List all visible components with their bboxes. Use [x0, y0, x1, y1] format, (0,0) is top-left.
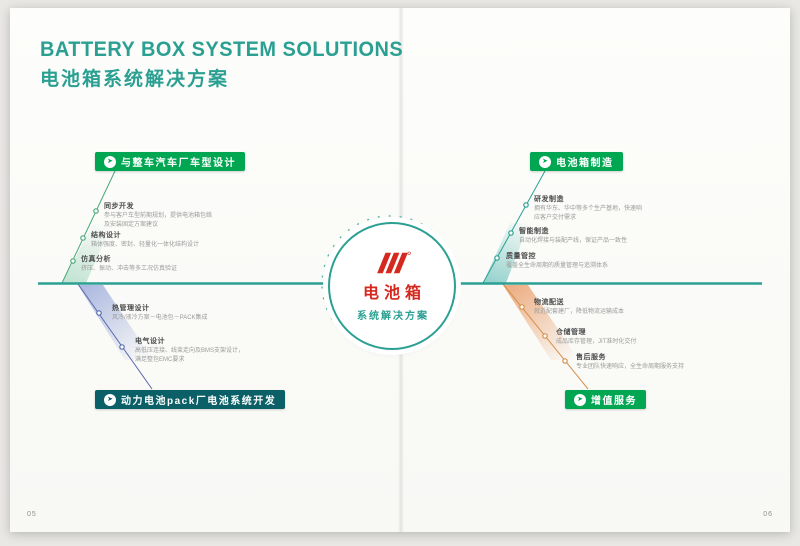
band-bottom-right [503, 285, 579, 360]
band-top-right [483, 223, 529, 283]
note-line: 满足整包EMC要求 [135, 356, 185, 363]
node-dots-bottom-right [519, 304, 568, 364]
connector-top-right [482, 170, 546, 284]
note-title: 售后服务 [576, 354, 606, 361]
note-bl-1: 热管理设计 风冷/液冷方案－电池包－PACK集成 [112, 303, 292, 323]
note-br-1: 物流配送 就近配套建厂，降低物流运输成本 [534, 297, 719, 317]
note-line: 成品库存管理，JIT准时化交付 [556, 339, 637, 345]
note-tl-3: 仿真分析 挤压、振动、冲击等多工况仿真验证 [81, 254, 261, 274]
note-title: 研发制造 [534, 196, 564, 203]
note-line: 专业团队快速响应，全生命周期服务支持 [576, 364, 685, 370]
note-line: 自动化焊接与装配产线，保证产品一致性 [519, 238, 628, 244]
center-dashed-ring [321, 215, 459, 353]
note-br-3: 售后服务 专业团队快速响应，全生命周期服务支持 [576, 352, 761, 372]
node-dots-top-right [494, 202, 529, 261]
note-title: 物流配送 [534, 299, 564, 306]
note-title: 智能制造 [519, 228, 549, 235]
note-line: 及安装固定方案建议 [104, 221, 159, 228]
brand-logo-icon [377, 251, 411, 274]
node-dots-top-left [70, 208, 99, 264]
note-line: 箱体强度、密封、轻量化一体化结构设计 [91, 242, 200, 248]
page-title-en: BATTERY BOX SYSTEM SOLUTIONS [40, 38, 404, 61]
note-title: 仿真分析 [81, 256, 111, 263]
branch-label-oem-design: ➤ 与整车汽车厂车型设计 [95, 152, 245, 171]
page-number-left: 05 [27, 511, 37, 518]
branch-label-text: 增值服务 [591, 396, 637, 407]
note-line: 风冷/液冷方案－电池包－PACK集成 [112, 315, 208, 321]
note-tr-3: 质量管控 覆盖全生命周期的质量管理与追溯体系 [506, 251, 691, 271]
page-title-zh: 电池箱系统解决方案 [40, 69, 230, 90]
branch-label-pack-development: ➤ 动力电池pack厂电池系统开发 [95, 390, 286, 409]
branch-label-text: 动力电池pack厂电池系统开发 [121, 396, 277, 407]
note-line: 参与客户车型前期规划，提供电池箱包络 [104, 213, 213, 219]
note-title: 质量管控 [506, 253, 536, 260]
note-bl-2: 电气设计 高低压连接、线束走向及BMS支架设计， 满足整包EMC要求 [135, 336, 320, 364]
note-line: 覆盖全生命周期的质量管理与追溯体系 [506, 263, 609, 269]
center-title: 电池箱 [362, 285, 426, 302]
note-title: 热管理设计 [112, 305, 150, 312]
note-line: 拥有华东、华中等多个生产基地，快速响 [534, 206, 643, 212]
connector-top-left [61, 170, 116, 284]
page-number-right: 06 [763, 511, 773, 518]
center-subtitle: 系统解决方案 [357, 311, 429, 322]
branch-label-text: 与整车汽车厂车型设计 [121, 158, 236, 169]
arrow-icon: ➤ [104, 393, 116, 406]
arrow-icon: ➤ [104, 155, 116, 168]
note-tr-1: 研发制造 拥有华东、华中等多个生产基地，快速响 应客户交付需求 [534, 194, 719, 222]
note-line: 挤压、振动、冲击等多工况仿真验证 [81, 266, 178, 272]
note-title: 电气设计 [135, 338, 165, 345]
note-title: 结构设计 [91, 232, 121, 239]
note-line: 就近配套建厂，降低物流运输成本 [534, 309, 625, 315]
center-circle: 电池箱 系统解决方案 [328, 222, 456, 350]
branch-label-value-added-service: ➤ 增值服务 [565, 390, 646, 409]
band-bottom-left [78, 285, 153, 360]
node-dots-bottom-left [96, 310, 125, 350]
note-line: 应客户交付需求 [534, 214, 577, 221]
band-top-left [62, 224, 112, 283]
branch-label-text: 电池箱制造 [556, 158, 614, 169]
note-line: 高低压连接、线束走向及BMS支架设计， [135, 348, 245, 354]
note-tr-2: 智能制造 自动化焊接与装配产线，保证产品一致性 [519, 226, 704, 246]
arrow-icon: ➤ [539, 155, 551, 168]
note-title: 同步开发 [104, 203, 134, 210]
connector-bottom-left [77, 283, 153, 390]
note-tl-1: 同步开发 参与客户车型前期规划，提供电池箱包络 及安装固定方案建议 [104, 201, 284, 229]
note-br-2: 仓储管理 成品库存管理，JIT准时化交付 [556, 327, 741, 347]
arrow-icon: ➤ [574, 393, 586, 406]
note-title: 仓储管理 [556, 329, 586, 336]
note-tl-2: 结构设计 箱体强度、密封、轻量化一体化结构设计 [91, 230, 271, 250]
branch-label-box-manufacturing: ➤ 电池箱制造 [530, 152, 623, 171]
